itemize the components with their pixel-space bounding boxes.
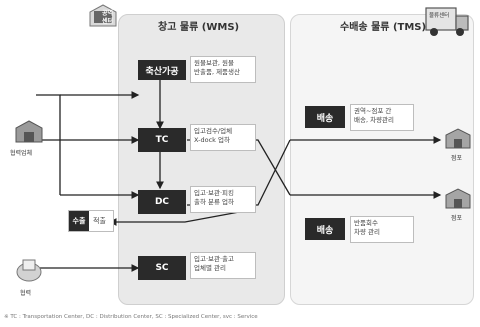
delivery-top-desc: 권역~점포 간 배송, 차량관리 [350,104,414,131]
truck-icon [424,4,472,42]
dc-desc-line1: 입고·보관·피킹 [194,189,235,197]
tc-desc-line2: X-dock 업하 [194,135,230,144]
production-desc: 원물보관, 원물 반출품, 제품생산 [190,56,256,83]
delivery-bottom-node: 배송 [305,218,345,240]
tc-node: TC [138,128,186,152]
tms-panel [290,14,474,305]
return-box: 수출 적출 [68,210,114,232]
production-desc-line1: 원물보관, 원물 [194,59,235,67]
footnote: ※ TC : Transportation Center, DC : Distr… [4,314,258,320]
supplier-label: 협력업체 [10,150,33,157]
delivery-bottom-desc: 반품회수 차량 관리 [350,216,414,243]
sc-desc-line1: 입고·보관·출고 [194,255,235,263]
store-top-icon [444,126,472,154]
badge-left-line1: 공역 [102,10,114,17]
supplier-building-icon [14,118,44,148]
home-icon [14,254,44,286]
production-desc-line2: 반출품, 제품생산 [194,67,240,76]
delivery-top-desc-line1: 권역~점포 간 [354,107,392,115]
sc-node: SC [138,256,186,280]
store-top-label: 점포 [451,155,463,162]
tc-desc: 입고검수/업체 X-dock 업하 [190,124,256,151]
tc-desc-line1: 입고검수/업체 [194,127,233,135]
delivery-top-node: 배송 [305,106,345,128]
home-label: 협력 [20,290,32,297]
sc-desc: 입고·보관·출고 업체별 관리 [190,252,256,279]
delivery-top-desc-line2: 배송, 차량관리 [354,115,395,124]
tms-title: 수배송 물류 (TMS) [340,22,427,33]
wms-title: 창고 물류 (WMS) [158,22,240,33]
truck-label: 물류센터 [429,13,450,19]
store-bottom-label: 점포 [451,215,463,222]
delivery-bottom-desc-line1: 반품회수 [354,219,378,227]
production-node: 축산가공 [138,60,186,80]
sc-desc-line2: 업체별 관리 [194,263,226,272]
logistics-center-badge-icon [86,2,120,32]
badge-left-line2: 센터 [102,18,114,25]
dc-node: DC [138,190,186,214]
delivery-bottom-desc-line2: 차량 관리 [354,227,380,236]
return-text: 적출 [93,216,106,225]
dc-desc-line2: 출하 분류 업하 [194,197,235,206]
return-label: 수출 [69,211,89,231]
store-bottom-icon [444,186,472,214]
dc-desc: 입고·보관·피킹 출하 분류 업하 [190,186,256,213]
